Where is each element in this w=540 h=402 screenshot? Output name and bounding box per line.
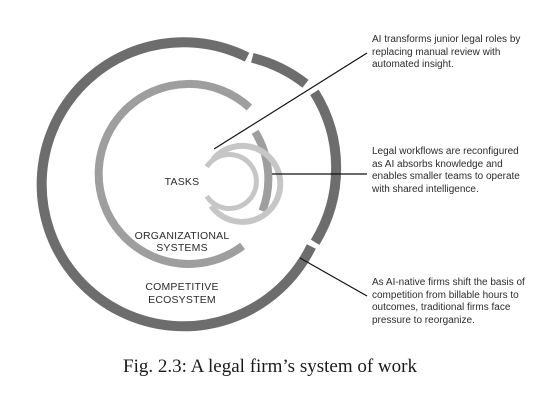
organizational-systems-label-line2: SYSTEMS (156, 242, 208, 254)
leader-line-tasks (213, 52, 368, 150)
organizational-systems-label-line1: ORGANIZATIONAL (135, 230, 230, 242)
outer-ring (36, 37, 342, 332)
annotation-tasks: AI transforms junior legal roles by repl… (372, 34, 521, 70)
annotation-competitive-ecosystem: As AI-native firms shift the basis of co… (372, 277, 525, 326)
leader-lines (213, 52, 368, 297)
middle-ring (94, 80, 273, 268)
competitive-ecosystem-label-line1: COMPETITIVE (145, 281, 218, 293)
leader-line-ecosystem (299, 257, 368, 297)
figure-caption: Fig. 2.3: A legal firm’s system of work (123, 356, 417, 377)
annotation-organizational-systems: Legal workflows are reconfigured as AI a… (372, 146, 520, 195)
system-of-work-diagram: TASKS ORGANIZATIONAL SYSTEMS COMPETITIVE… (36, 37, 368, 332)
competitive-ecosystem-label-line2: ECOSYSTEM (148, 294, 216, 306)
tasks-label: TASKS (165, 176, 200, 188)
inner-ring (204, 142, 284, 225)
